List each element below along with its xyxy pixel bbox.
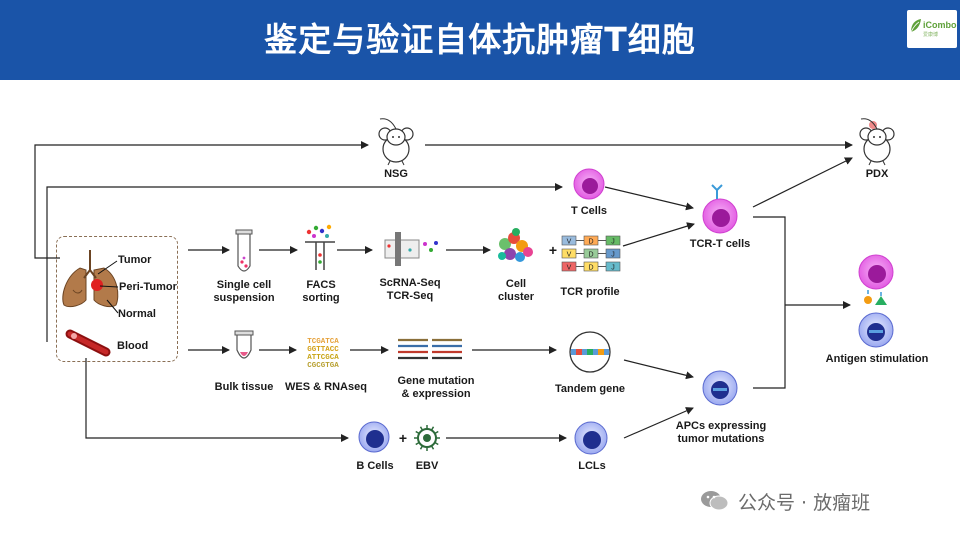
lung-icon <box>62 250 119 308</box>
tcr-segment-box <box>605 261 621 272</box>
arrow-tcrt-to-pdx <box>752 157 853 208</box>
dna-sequence-line: ATTCGCA <box>307 354 339 362</box>
label-peri-tumor: Peri-Tumor <box>119 281 177 293</box>
logo-subtext: 爱康博 <box>923 32 939 38</box>
plus-sign-tcr: + <box>548 242 558 258</box>
tcr-segment-label: V <box>567 252 572 259</box>
tube-icon-bulk <box>234 330 254 359</box>
gene-mutation-icon <box>398 338 462 360</box>
b-cell-icon <box>358 421 390 453</box>
mouse-icon-nsg <box>378 118 414 166</box>
label-cell-cluster: Cell cluster <box>497 278 535 303</box>
sample-source-box <box>56 236 178 362</box>
ebv-spike <box>434 441 439 446</box>
lcl-cell-icon <box>574 421 608 455</box>
ebv-spike <box>430 445 435 450</box>
ebv-spike <box>434 430 439 435</box>
facs-icon <box>305 224 335 270</box>
ebv-virus-icon <box>414 425 440 451</box>
arrow-tcells-to-tcrt <box>604 186 694 211</box>
label-ebv: EBV <box>415 460 439 472</box>
dna-sequence-line: TCGATCA <box>307 338 339 346</box>
scrna-seq-icon <box>384 232 438 266</box>
company-logo: iCombo 爱康博 <box>907 10 957 48</box>
arrow-to-bcells <box>85 358 349 442</box>
label-tumor: Tumor <box>118 254 152 266</box>
leaf-icon <box>910 19 921 33</box>
dna-sequence-line: CGCGTGA <box>307 362 339 370</box>
tcr-segment-label: V <box>567 239 572 246</box>
tcr-segment-label: J <box>611 252 615 259</box>
arrow-to-tcells <box>46 183 563 342</box>
label-gene-mutation: Gene mutation & expression <box>397 375 475 400</box>
arrow-tandem-to-apc <box>623 359 694 380</box>
tcr-segment-label: J <box>611 239 615 246</box>
watermark-text: 公众号 · 放瘤班 <box>738 491 871 514</box>
plus-sign-ebv: + <box>398 430 408 446</box>
ebv-spike <box>430 426 435 431</box>
label-scrna-seq: ScRNA-Seq TCR-Seq <box>379 277 441 302</box>
tcr-profile-icon: V D J V D J V D J <box>561 235 621 272</box>
tcr-segment-label: D <box>588 239 593 246</box>
label-lcls: LCLs <box>578 460 606 472</box>
ebv-spike <box>419 445 424 450</box>
label-b-cells: B Cells <box>356 460 394 472</box>
bracket-merge <box>753 216 786 389</box>
label-pdx: PDX <box>865 168 889 180</box>
label-bulk-tissue: Bulk tissue <box>214 381 274 393</box>
arrow-tcrprofile-to-tcrt <box>622 222 695 247</box>
label-normal: Normal <box>118 308 156 320</box>
tandem-gene-icon <box>569 331 611 373</box>
title-banner: 鉴定与验证自体抗肿瘤T细胞 iCombo 爱康博 <box>0 0 960 80</box>
ebv-spike <box>415 430 420 435</box>
label-blood: Blood <box>117 340 149 352</box>
tcr-segment-label: J <box>611 265 615 272</box>
arrow-to-nsg <box>34 141 369 259</box>
arrow-lcls-to-apc <box>623 407 694 439</box>
page-title: 鉴定与验证自体抗肿瘤T细胞 <box>264 20 696 59</box>
watermark: 公众号 · 放瘤班 <box>700 486 870 516</box>
label-nsg: NSG <box>384 168 408 180</box>
label-tcr-t-cells: TCR-T cells <box>689 238 751 250</box>
tube-icon-suspension <box>235 229 253 272</box>
ebv-spike <box>415 441 420 446</box>
tcr-segment-label: D <box>588 252 593 259</box>
t-cell-icon <box>573 168 605 200</box>
label-wes-rnaseq: WES & RNAseq <box>285 381 367 393</box>
antigen-stimulation-icon <box>858 254 894 348</box>
label-t-cells: T Cells <box>570 205 608 217</box>
logo-text: iCombo <box>923 20 957 30</box>
mouse-icon-pdx <box>859 118 895 166</box>
tissue-pointer-lines <box>97 260 119 314</box>
cell-cluster-icon <box>498 228 533 262</box>
tcr-segment-box <box>605 235 621 246</box>
apc-cell-icon <box>702 370 738 406</box>
tumor-spot <box>91 279 103 291</box>
label-tcr-profile: TCR profile <box>560 286 620 298</box>
connector-lines <box>34 141 853 442</box>
wechat-icon <box>700 489 730 513</box>
ebv-spike <box>419 426 424 431</box>
label-antigen-stimulation: Antigen stimulation <box>825 353 929 365</box>
tcr-segment-label: D <box>588 265 593 272</box>
tcr-t-cell-icon <box>702 184 738 234</box>
label-single-cell-suspension: Single cell suspension <box>213 279 275 304</box>
label-facs-sorting: FACS sorting <box>302 279 340 304</box>
label-apcs: APCs expressing tumor mutations <box>675 420 767 445</box>
tcr-segment-label: V <box>567 265 572 272</box>
label-tandem-gene: Tandem gene <box>554 383 626 395</box>
tcr-segment-box <box>605 248 621 259</box>
dna-sequence-line: GGTTACC <box>307 346 339 354</box>
blood-vessel-icon <box>65 329 111 357</box>
